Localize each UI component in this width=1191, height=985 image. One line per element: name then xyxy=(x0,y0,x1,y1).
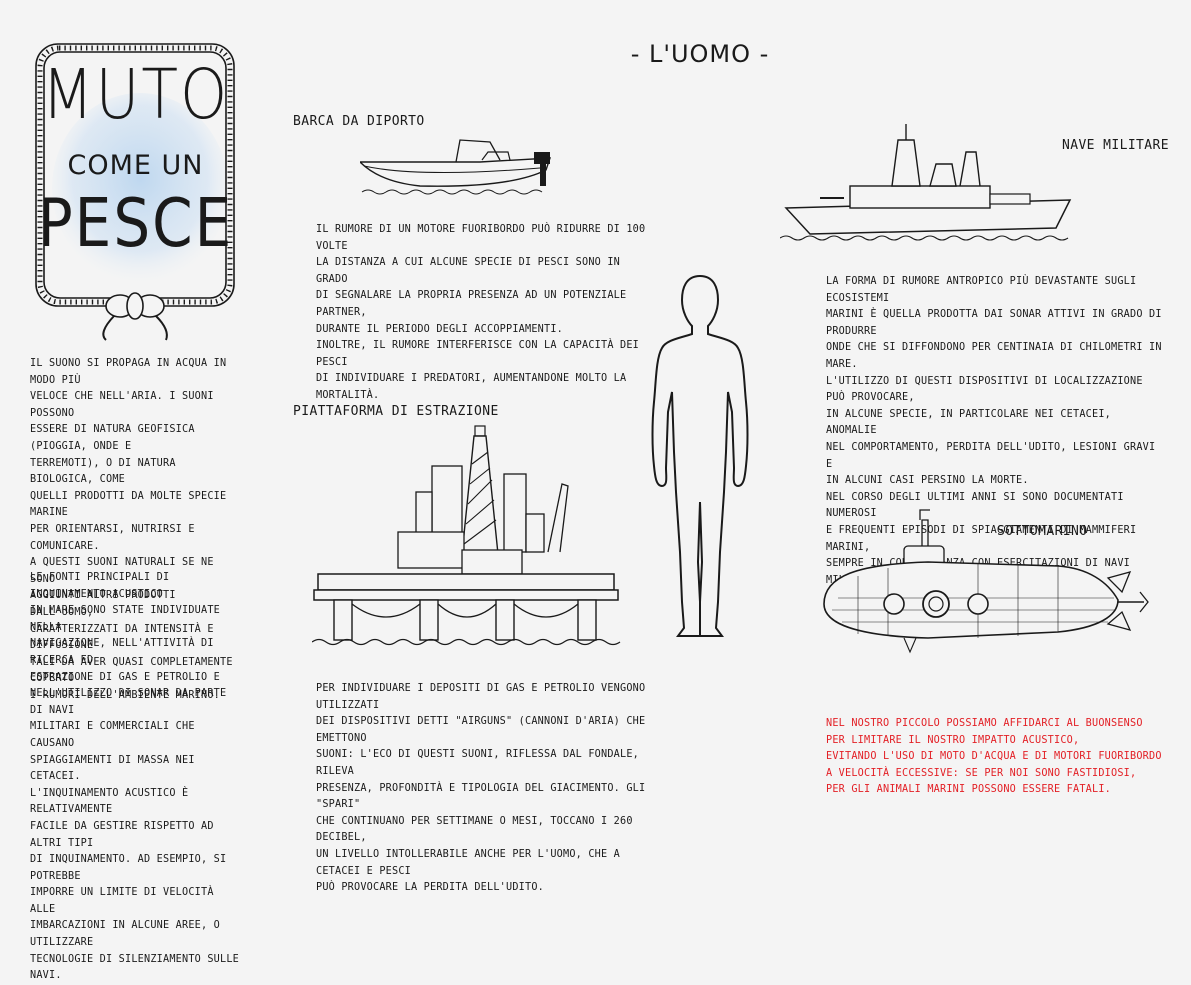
platform-heading: PIATTAFORMA DI ESTRAZIONE xyxy=(293,404,499,419)
logo-line-2: COME UN xyxy=(67,150,204,181)
logo-line-3: PESCE xyxy=(37,183,234,263)
human-silhouette-icon xyxy=(651,274,749,637)
intro-paragraph: IL SUONO SI PROPAGA IN ACQUA IN MODO PIÙ… xyxy=(30,358,233,701)
boat-illustration-icon xyxy=(360,139,551,195)
submarine-illustration-icon xyxy=(823,509,1149,654)
military-heading: NAVE MILITARE xyxy=(1062,138,1169,153)
boat-heading: BARCA DA DIPORTO xyxy=(293,114,425,129)
logo-line-1: MUTO xyxy=(41,54,230,136)
platform-paragraph: PER INDIVIDUARE I DEPOSITI DI GAS E PETR… xyxy=(316,683,646,894)
logo: MUTO COME UN PESCE xyxy=(28,38,243,343)
military-ship-illustration-icon xyxy=(780,124,1072,241)
submarine-heading: SOTTOMARINO xyxy=(997,524,1088,539)
advice-paragraph: NEL NOSTRO PICCOLO POSSIAMO AFFIDARCI AL… xyxy=(826,718,1162,796)
oil-platform-illustration-icon xyxy=(312,425,621,646)
sources-paragraph: LE FONTI PRINCIPALI DI INQUINAMENTO ACUS… xyxy=(30,572,240,982)
page-title: - L'UOMO - xyxy=(630,40,770,68)
boat-paragraph: IL RUMORE DI UN MOTORE FUORIBORDO PUÒ RI… xyxy=(316,224,646,401)
rope-frame-icon xyxy=(35,43,235,341)
